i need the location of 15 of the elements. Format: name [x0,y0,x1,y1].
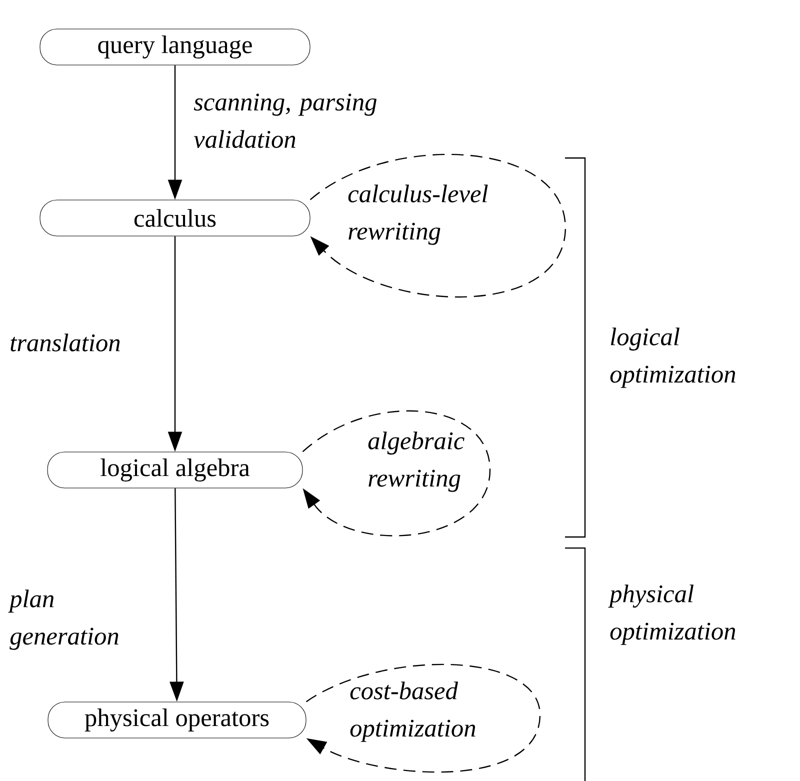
loop-arrow [306,664,541,773]
edge-label: cost-based optimization [350,682,476,742]
bracket-label: logical optimization [610,328,736,388]
process-box: calculus [40,200,310,236]
edge-label: translation [10,334,120,352]
process-box: logical algebra [47,452,303,488]
process-box: physical operators [48,702,306,738]
edge-label: calculus-level rewriting [348,184,488,245]
loop-arrow [310,154,566,298]
process-box: query language [40,28,310,66]
edge-label: algebraic rewriting [368,432,464,492]
loop-arrow [302,410,491,536]
edge-label: scanning, parsing validation [194,94,377,148]
bracket-label: physical optimization [608,584,736,645]
edge-label: plan generation [8,590,118,650]
